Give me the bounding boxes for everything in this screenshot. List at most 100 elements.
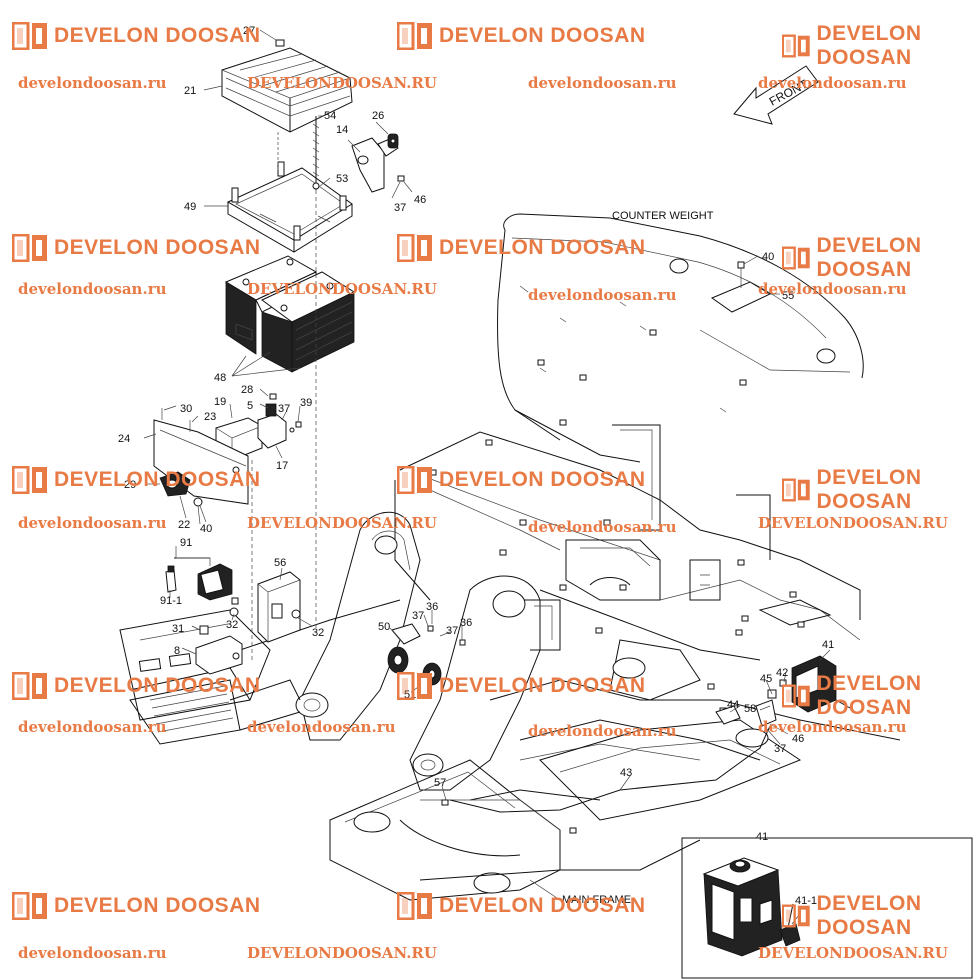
callout-43: 43	[620, 767, 632, 779]
callout-41-1: 41-1	[795, 895, 817, 907]
callout-37: 37	[412, 610, 424, 622]
main-frame-drawing	[119, 213, 901, 901]
watermark-url: DEVELONDOOSAN.RU	[758, 514, 948, 532]
callout-37: 37	[774, 743, 786, 755]
callout-32: 32	[312, 627, 324, 639]
watermark-brand-text: DEVELON DOOSAN	[54, 674, 261, 697]
watermark-url: DEVELONDOOSAN.RU	[247, 280, 437, 298]
callout-28: 28	[241, 384, 253, 396]
watermark-brand: DEVELON DOOSAN	[12, 892, 261, 920]
watermark-brand: DEVELON DOOSAN	[397, 672, 646, 700]
watermark-brand-text: DEVELON DOOSAN	[816, 672, 922, 719]
callout-26: 26	[372, 110, 384, 122]
work-lamp	[165, 557, 239, 605]
callout-37: 37	[446, 625, 458, 637]
callout-58: 58	[744, 703, 756, 715]
watermark-brand-text: DEVELON DOOSAN	[439, 468, 646, 491]
watermark-brand: DEVELON DOOSAN	[397, 892, 646, 920]
callout-57: 57	[434, 777, 446, 789]
callout-41: 41	[756, 831, 768, 843]
callout-22: 22	[178, 519, 190, 531]
callout-55: 55	[782, 290, 794, 302]
watermark-brand-text: DEVELON DOOSAN	[816, 466, 922, 513]
callout-29: 29	[124, 479, 136, 491]
battery-switch	[351, 133, 405, 193]
watermark-url: develondoosan.ru	[18, 514, 167, 532]
watermark-url: develondoosan.ru	[18, 944, 167, 962]
watermark-url: develondoosan.ru	[758, 280, 907, 298]
callout-39: 39	[300, 397, 312, 409]
watermark-brand-text: DEVELON DOOSAN	[54, 894, 261, 917]
watermark-brand: DEVELON DOOSAN	[12, 672, 261, 700]
callout-36: 36	[426, 601, 438, 613]
watermark-brand: DEVELON DOOSAN	[782, 892, 980, 940]
watermark-brand-text: DEVELON DOOSAN	[439, 894, 646, 917]
callout-50: 50	[378, 621, 390, 633]
main-frame-caption: MAIN FRAME	[562, 894, 631, 906]
batteries	[224, 255, 356, 373]
frame-bolts	[429, 329, 805, 834]
watermark-brand-text: DEVELON DOOSAN	[439, 236, 646, 259]
callout-40: 40	[200, 523, 212, 535]
watermark-url: develondoosan.ru	[247, 718, 396, 736]
step-bracket	[195, 460, 253, 675]
callout-56: 56	[274, 557, 286, 569]
watermark-brand-text: DEVELON DOOSAN	[439, 674, 646, 697]
callout-36: 36	[460, 617, 472, 629]
callout-44: 44	[727, 699, 739, 711]
watermark-brand-text: DEVELON DOOSAN	[54, 468, 261, 491]
callout-40: 40	[762, 251, 774, 263]
watermark-brand: DEVELON DOOSAN	[397, 22, 646, 50]
callout-30: 30	[180, 403, 192, 415]
callout-5: 5	[247, 400, 253, 412]
watermark-url: DEVELONDOOSAN.RU	[247, 944, 437, 962]
watermark-url: develondoosan.ru	[18, 718, 167, 736]
watermark-url: develondoosan.ru	[528, 518, 677, 536]
counter-weight-caption: COUNTER WEIGHT	[612, 210, 714, 222]
watermark-url: DEVELONDOOSAN.RU	[247, 74, 437, 92]
watermark-brand: DEVELON DOOSAN	[782, 672, 980, 720]
watermark-brand-text: DEVELON DOOSAN	[816, 22, 922, 69]
callout-48: 48	[214, 372, 226, 384]
battery-tray	[226, 116, 353, 253]
leader-lines	[143, 29, 831, 925]
watermark-brand: DEVELON DOOSAN	[782, 466, 980, 514]
watermark-url: develondoosan.ru	[528, 722, 677, 740]
callout-53: 53	[336, 173, 348, 185]
watermark-brand: DEVELON DOOSAN	[397, 234, 646, 262]
callout-24: 24	[118, 433, 130, 445]
callout-46: 46	[792, 733, 804, 745]
callout-14: 14	[336, 124, 348, 136]
watermark-brand: DEVELON DOOSAN	[782, 22, 980, 70]
callout-91-1: 91-1	[160, 595, 182, 607]
callout-37: 37	[278, 403, 290, 415]
callout-8: 8	[174, 645, 180, 657]
washer-tank-detail	[681, 837, 973, 979]
watermark-brand-text: DEVELON DOOSAN	[816, 892, 922, 939]
callout-54: 54	[324, 110, 336, 122]
callout-49: 49	[184, 201, 196, 213]
watermark-url: develondoosan.ru	[758, 718, 907, 736]
watermark-brand: DEVELON DOOSAN	[12, 22, 261, 50]
battery-cover	[221, 39, 353, 133]
watermark-brand-text: DEVELON DOOSAN	[439, 24, 646, 47]
callout-37: 37	[394, 202, 406, 214]
watermark-brand: DEVELON DOOSAN	[12, 234, 261, 262]
callout-27: 27	[243, 25, 255, 37]
watermark-brand: DEVELON DOOSAN	[12, 466, 261, 494]
lamp-bracket	[229, 190, 317, 643]
watermark-url: develondoosan.ru	[528, 74, 677, 92]
watermark-brand: DEVELON DOOSAN	[782, 234, 980, 282]
callout-32: 32	[226, 619, 238, 631]
watermark-url: develondoosan.ru	[18, 280, 167, 298]
callout-23: 23	[204, 411, 216, 423]
control-plate	[153, 408, 249, 507]
watermark-url: develondoosan.ru	[18, 74, 167, 92]
watermark-url: DEVELONDOOSAN.RU	[247, 514, 437, 532]
callout-46: 46	[414, 194, 426, 206]
callout-17: 17	[276, 460, 288, 472]
watermark-url: DEVELONDOOSAN.RU	[758, 944, 948, 962]
watermark-url: develondoosan.ru	[528, 286, 677, 304]
